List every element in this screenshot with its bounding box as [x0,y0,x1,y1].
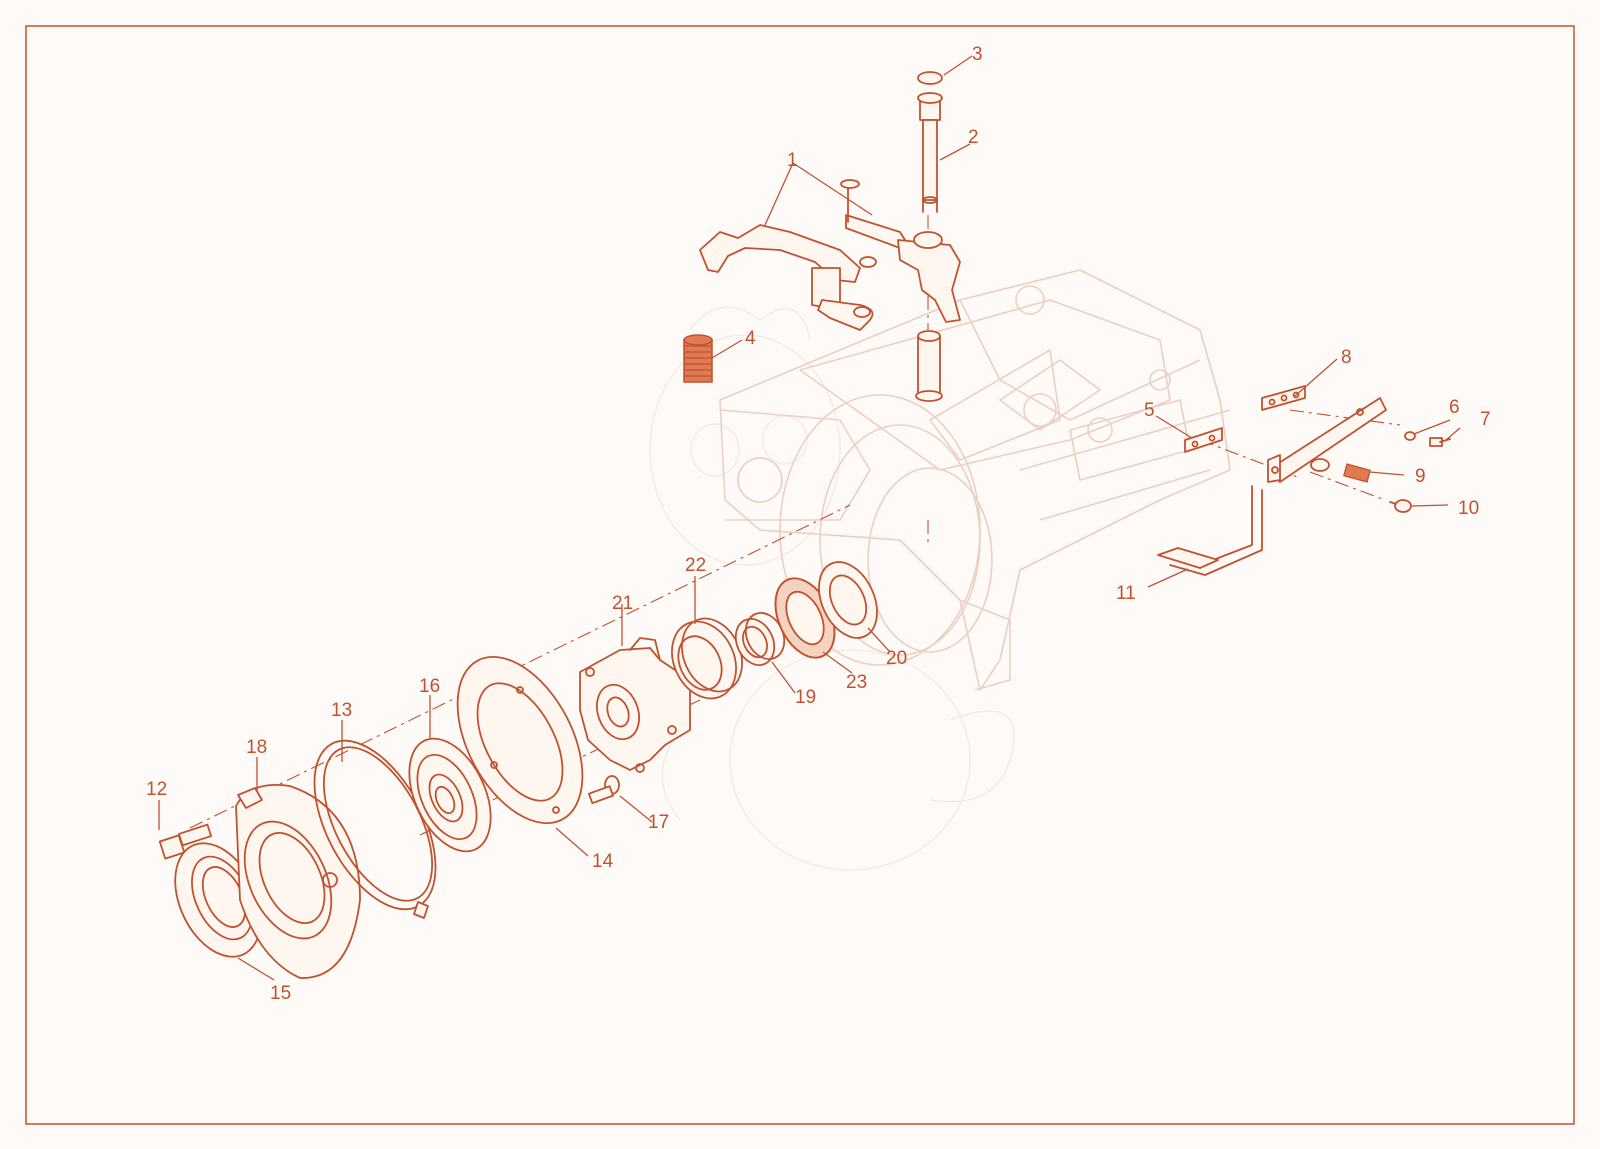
callout-9: 9 [1415,466,1426,487]
callout-labels: 1 2 3 4 5 6 7 8 9 10 11 12 13 14 15 16 1… [146,44,1491,1004]
part-12-cap-screw [158,823,213,860]
part-17-bolt [587,775,620,805]
callout-7: 7 [1480,409,1491,430]
callout-11: 11 [1116,583,1136,604]
callout-10: 10 [1458,498,1479,519]
part-18-housing-cover [235,784,361,979]
callout-20: 20 [886,648,907,669]
callout-16: 16 [419,676,440,697]
part-16-bearing [408,737,492,853]
leader-lines [158,55,1461,981]
part-3-o-ring [917,71,943,85]
callout-5: 5 [1144,400,1155,421]
callout-18: 18 [246,737,267,758]
callout-2: 2 [968,127,979,148]
callout-17: 17 [648,812,669,833]
part-4-spring [683,334,713,383]
part-9-spring [1310,458,1371,483]
callout-15: 15 [270,983,291,1004]
callout-23: 23 [846,672,867,693]
part-22-gear-ring [671,617,743,700]
callout-19: 19 [795,687,816,708]
callout-1: 1 [787,150,798,171]
part-2-shaft [917,92,943,213]
part-11-bracket [1157,397,1387,576]
part-21-carrier [579,637,691,773]
part-20-thrust-washer [818,561,878,639]
part-8-plate [1261,385,1306,411]
callout-4: 4 [745,328,756,349]
part-5-plate [1184,427,1223,453]
watermark-mascot [649,306,1015,871]
part-1-shift-fork [699,179,961,331]
callout-13: 13 [331,700,352,721]
part-14-gasket [456,655,584,825]
callout-14: 14 [592,851,614,872]
callout-22: 22 [685,555,706,576]
part-7-bolt [1429,437,1451,447]
shaft-sleeve [915,330,943,402]
part-6-washer [1404,431,1416,441]
callout-3: 3 [972,44,983,65]
callout-6: 6 [1449,397,1460,418]
drawing-frame [25,25,1575,1125]
callout-8: 8 [1341,347,1352,368]
callout-12: 12 [146,779,167,800]
part-10-bolt [1389,499,1412,513]
assembly-axes [189,215,1401,836]
callout-21: 21 [612,593,633,614]
